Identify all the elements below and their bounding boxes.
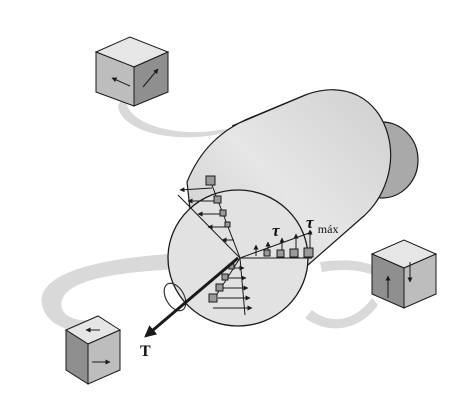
tau-label: τ — [272, 221, 280, 240]
stress-element-cube-bottom — [64, 315, 122, 385]
shaft-top-edge — [231, 93, 309, 127]
stress-element — [224, 221, 231, 228]
torque: T — [140, 256, 239, 360]
stress-element — [215, 283, 224, 292]
stress-envelope-right — [239, 231, 313, 259]
ribbon-right-upper — [320, 260, 382, 278]
stress-element — [289, 248, 299, 258]
stress-element-cube-top — [94, 36, 170, 107]
ribbon-right — [305, 298, 378, 329]
stress-element — [213, 195, 222, 204]
ribbon-left — [41, 252, 210, 331]
torque-arrow — [144, 256, 239, 338]
stress-arrow — [179, 187, 213, 193]
ribbon-bands — [41, 88, 382, 331]
stress-envelope-upper — [209, 179, 241, 259]
tau-max-symbol: τ — [306, 213, 314, 232]
stress-element — [276, 249, 285, 258]
stress-element — [208, 293, 218, 303]
stress-element — [219, 209, 227, 217]
tau-max-subscript: máx — [318, 222, 339, 236]
stress-element — [303, 247, 314, 258]
stress-element — [221, 273, 229, 281]
stress-element-cube-right — [370, 239, 438, 309]
rotation-circle-icon — [163, 282, 187, 312]
tau-max-label: τ máx — [306, 213, 338, 236]
stress-element — [263, 249, 271, 257]
torque-label: T — [140, 343, 151, 360]
shear-stress-distribution — [177, 175, 314, 316]
stress-element — [205, 175, 216, 186]
